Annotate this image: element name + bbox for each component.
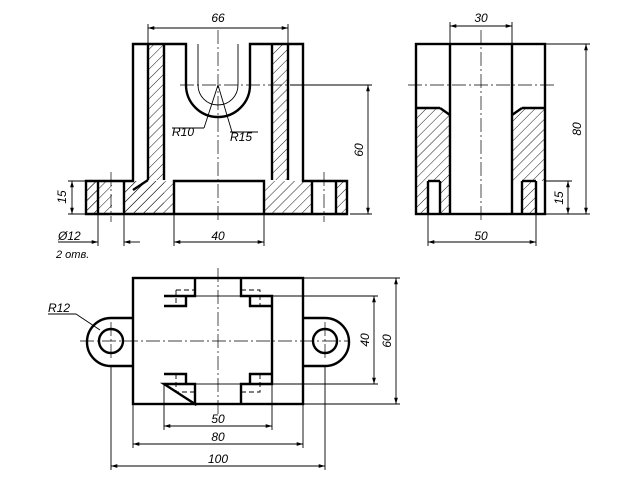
dimension-front-width: 66: [147, 11, 289, 44]
front-section-hatching: [86, 44, 347, 214]
dimension-side-height: 80: [545, 43, 590, 215]
dim-label-hole-diameter: Ø12: [57, 229, 81, 243]
dim-label-r15: R15: [230, 130, 252, 144]
radius-leaders: R10 R15: [172, 84, 258, 144]
front-axes: [110, 30, 325, 222]
top-hidden-lines: [175, 289, 261, 393]
top-axes: [80, 268, 350, 414]
dimension-top-body: 80: [132, 404, 304, 448]
dim-label-60-front: 60: [352, 143, 366, 157]
side-axes: [408, 30, 556, 222]
dimension-front-height: 60: [290, 84, 372, 215]
dim-label-40-top: 40: [358, 333, 372, 347]
dim-label-100: 100: [208, 452, 228, 466]
dimension-front-slot: 40: [173, 214, 265, 246]
side-view: 30 80 15 50: [408, 11, 590, 246]
dimension-top-r12: R12: [48, 301, 101, 331]
dimension-side-bottom: 50: [427, 214, 537, 246]
top-view: R12 50 80 100 40: [48, 268, 400, 470]
dimension-top-depth: 40: [272, 295, 378, 385]
dim-label-hole-count: 2 отв.: [55, 249, 89, 261]
dim-label-30: 30: [474, 11, 488, 25]
dimension-side-top: 30: [449, 11, 513, 44]
dim-label-80: 80: [570, 122, 584, 136]
dimension-top-total: 100: [110, 366, 326, 470]
dim-label-40-front: 40: [211, 229, 225, 243]
side-outline: [414, 42, 547, 216]
dim-label-50-top: 50: [211, 412, 225, 426]
dim-label-80-top: 80: [211, 430, 225, 444]
dim-label-60-top: 60: [380, 334, 394, 348]
dim-label-r12: R12: [48, 301, 70, 315]
dimension-hole: Ø12 2 отв.: [55, 214, 140, 261]
dim-label-r10: R10: [172, 125, 194, 139]
dim-label-50-side: 50: [474, 229, 488, 243]
dim-label-15-front: 15: [55, 190, 69, 204]
dimension-top-inner: 50: [163, 384, 273, 430]
dimension-side-base: 15: [545, 180, 572, 214]
side-section-hatching: [416, 108, 545, 214]
dim-label-66: 66: [211, 11, 225, 25]
front-view: 66 60 15 40 Ø12 2 о: [55, 11, 372, 261]
dim-label-15-side: 15: [552, 191, 566, 205]
dimension-top-depth-total: 60: [303, 277, 400, 405]
dimension-front-base: 15: [55, 180, 86, 215]
